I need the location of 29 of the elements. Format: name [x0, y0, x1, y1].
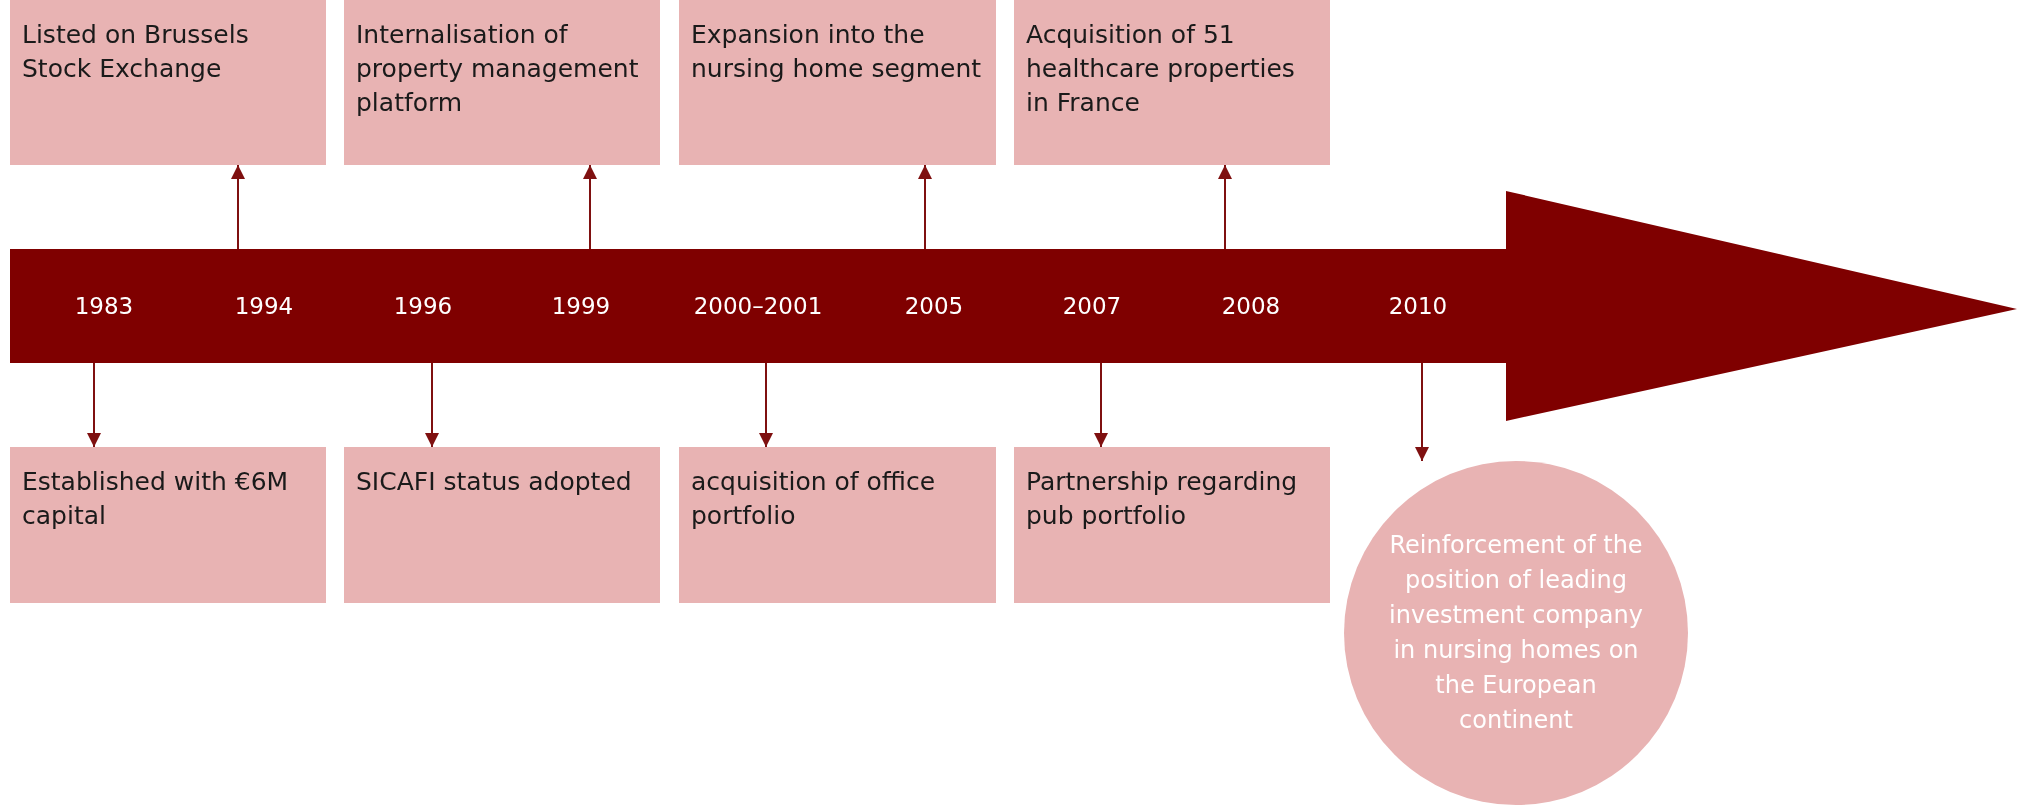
year-label: 1983: [29, 249, 179, 363]
milestone-box: acquisition of office portfolio: [679, 447, 996, 603]
milestone-box: Partnership regarding pub portfolio: [1014, 447, 1330, 603]
year-label: 2010: [1343, 249, 1493, 363]
milestone-circle: [1344, 461, 1688, 805]
arrow: [1415, 362, 1429, 462]
milestone-box: Acquisition of 51 healthcare properties in France: [1014, 0, 1330, 165]
arrow: [1218, 164, 1232, 250]
year-label: 2008: [1176, 249, 1326, 363]
timeline-arrow: [10, 191, 2017, 421]
milestone-box: Internalisation of property management platform: [344, 0, 660, 165]
year-label: 1994: [189, 249, 339, 363]
arrow: [759, 362, 773, 448]
year-label: 1999: [506, 249, 656, 363]
arrow: [231, 164, 245, 250]
milestone-text: Reinforcement of the position of leading investment company in nursing homes on the European continent: [1388, 530, 1644, 736]
arrow: [918, 164, 932, 250]
year-label: 2005: [859, 249, 1009, 363]
milestone-box: SICAFI status adopted: [344, 447, 660, 603]
arrow: [583, 164, 597, 250]
year-label: 2000–2001: [683, 249, 833, 363]
arrow: [87, 362, 101, 448]
milestone-box: Listed on Brussels Stock Exchange: [10, 0, 326, 165]
year-label: 2007: [1017, 249, 1167, 363]
arrow: [425, 362, 439, 448]
year-label: 1996: [348, 249, 498, 363]
milestone-box: Expansion into the nursing home segment: [679, 0, 996, 165]
milestone-box: Established with €6M capital: [10, 447, 326, 603]
arrow: [1094, 362, 1108, 448]
